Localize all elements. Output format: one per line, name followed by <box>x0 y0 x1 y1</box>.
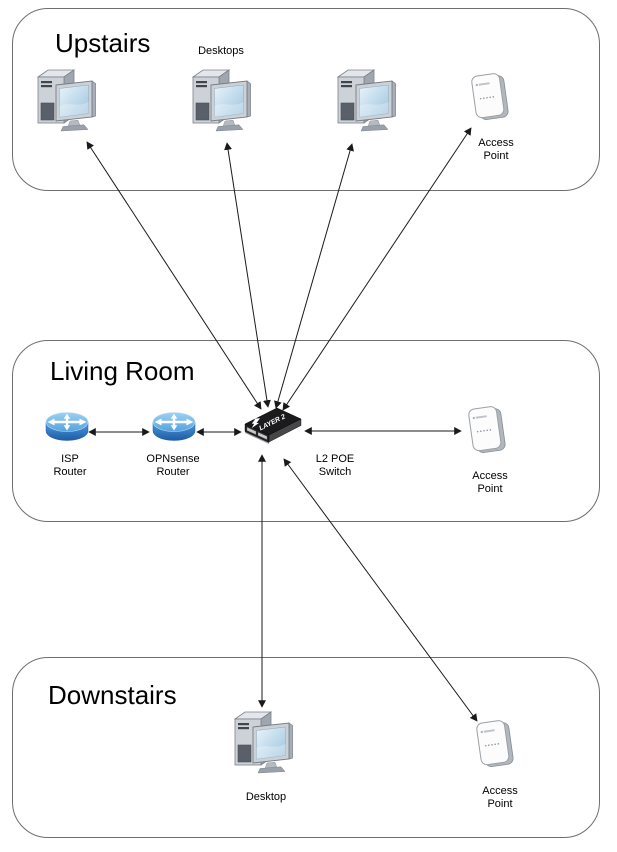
zone-title-living-room: Living Room <box>50 356 195 386</box>
connection-switch-upstairs-access-point <box>282 127 472 411</box>
desktop-label-downstairs: Desktop <box>245 791 287 803</box>
access-point-label-upstairs: Access Point <box>478 137 514 163</box>
opnsense-router-label: OPNsense Router <box>146 453 200 479</box>
desktops-group-label: Desktops <box>198 45 244 57</box>
access-point-icon-living-room <box>467 404 506 455</box>
desktop-icon-upstairs-3 <box>337 69 396 132</box>
access-point-icon-downstairs <box>475 718 514 769</box>
router-icon-isp <box>45 411 89 442</box>
connection-switch-downstairs-access-point <box>283 458 478 722</box>
desktop-icon-downstairs <box>234 711 293 774</box>
access-point-label-downstairs: Access Point <box>482 785 518 811</box>
l2-poe-switch-label: L2 POE Switch <box>315 453 355 479</box>
lightning-bolt-icon <box>251 418 260 429</box>
access-point-icon-upstairs <box>470 71 509 122</box>
desktop-icon-upstairs-1 <box>37 69 96 132</box>
zone-title-upstairs: Upstairs <box>55 28 151 58</box>
connection-switch-upstairs-desktop-3 <box>274 143 354 409</box>
desktop-icon-upstairs-2 <box>192 69 251 132</box>
access-point-label-living-room: Access Point <box>472 470 508 496</box>
connection-switch-upstairs-desktop-2 <box>224 142 271 408</box>
l2-poe-switch-icon: LAYER 2 <box>244 407 302 444</box>
zone-title-downstairs: Downstairs <box>48 680 177 710</box>
router-icon-opnsense <box>152 411 196 442</box>
isp-router-label: ISP Router <box>53 453 87 479</box>
